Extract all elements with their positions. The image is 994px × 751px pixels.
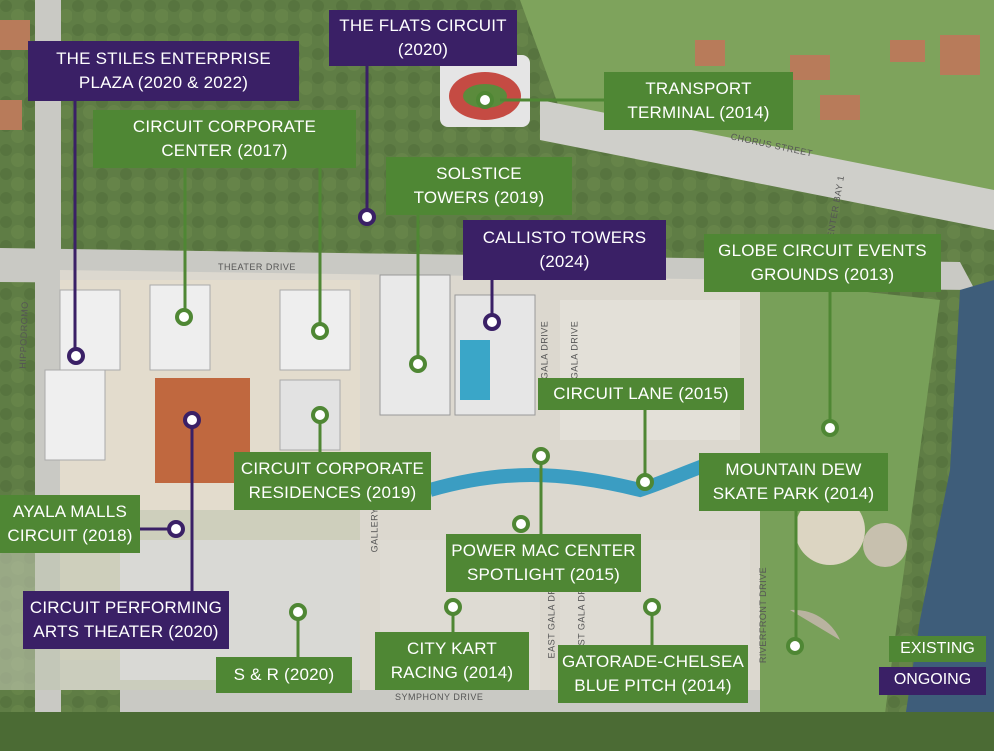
street-riverfront: RIVERFRONT DRIVE — [758, 566, 769, 664]
street-gala-drive-2: GALA DRIVE — [569, 320, 580, 380]
marker-power-mac-lower[interactable] — [512, 515, 530, 533]
marker-stiles[interactable] — [67, 347, 85, 365]
legend-ongoing: ONGOING — [879, 667, 986, 695]
marker-performing[interactable] — [183, 411, 201, 429]
marker-corporate-center-b[interactable] — [311, 322, 329, 340]
legend-existing: EXISTING — [889, 636, 986, 662]
marker-gatorade[interactable] — [643, 598, 661, 616]
street-gallery: GALLERY — [369, 507, 380, 553]
label-circuit-lane: CIRCUIT LANE (2015) — [538, 378, 744, 410]
label-snr: S & R (2020) — [216, 657, 352, 693]
street-theater-drive: THEATER DRIVE — [218, 262, 296, 272]
marker-corporate-center-a[interactable] — [175, 308, 193, 326]
marker-ayala[interactable] — [167, 520, 185, 538]
marker-globe[interactable] — [821, 419, 839, 437]
marker-power-mac[interactable] — [532, 447, 550, 465]
marker-mountain-dew[interactable] — [786, 637, 804, 655]
marker-flats[interactable] — [358, 208, 376, 226]
label-flats: THE FLATS CIRCUIT(2020) — [329, 10, 517, 66]
street-gala-drive-1: GALA DRIVE — [539, 320, 550, 380]
street-symphony: SYMPHONY DRIVE — [395, 692, 484, 702]
label-callisto: CALLISTO TOWERS(2024) — [463, 220, 666, 280]
marker-circuit-lane[interactable] — [636, 473, 654, 491]
marker-snr[interactable] — [289, 603, 307, 621]
marker-corporate-res[interactable] — [311, 406, 329, 424]
marker-city-kart[interactable] — [444, 598, 462, 616]
marker-transport[interactable] — [476, 91, 494, 109]
marker-solstice[interactable] — [409, 355, 427, 373]
marker-callisto[interactable] — [483, 313, 501, 331]
